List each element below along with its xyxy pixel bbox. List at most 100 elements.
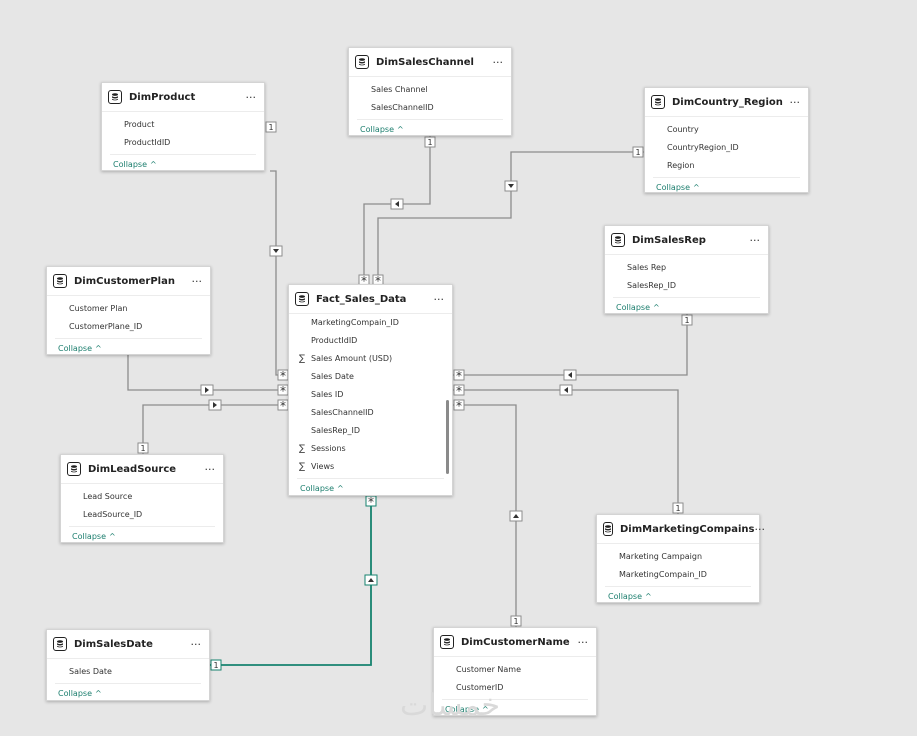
- table-title: DimProduct: [129, 91, 196, 103]
- database-icon: [53, 637, 67, 651]
- table-header[interactable]: DimMarketingCompains···: [597, 515, 765, 544]
- divider: [653, 177, 800, 178]
- field-item[interactable]: Sales Channel: [349, 81, 511, 99]
- field-item[interactable]: Customer Plan: [47, 300, 210, 318]
- more-options-icon[interactable]: ···: [789, 95, 801, 109]
- field-label: Sales Date: [311, 372, 354, 381]
- filter-direction-icon: [509, 510, 523, 522]
- field-item[interactable]: SalesRep_ID: [605, 277, 768, 295]
- svg-text:*: *: [280, 369, 286, 383]
- table-title: DimCountry_Region: [672, 96, 783, 108]
- field-item[interactable]: Lead Source: [61, 488, 223, 506]
- scrollbar[interactable]: [446, 400, 449, 474]
- field-item[interactable]: MarketingCompain_ID: [597, 566, 759, 584]
- field-item[interactable]: ProductIdID: [289, 332, 452, 350]
- chevron-up-icon: ^: [653, 303, 660, 312]
- field-item[interactable]: ProductIdID: [102, 134, 264, 152]
- table-header[interactable]: DimSalesDate ···: [47, 630, 209, 659]
- more-options-icon[interactable]: ···: [191, 274, 203, 288]
- table-title: DimSalesDate: [74, 638, 153, 650]
- table-header[interactable]: Fact_Sales_Data···: [289, 285, 452, 314]
- collapse-button[interactable]: Collapse^: [349, 120, 511, 140]
- svg-text:*: *: [368, 495, 374, 509]
- more-options-icon[interactable]: ···: [754, 522, 765, 536]
- collapse-button[interactable]: Collapse^: [289, 479, 452, 499]
- field-item[interactable]: ∑Sales Amount (USD): [289, 350, 452, 368]
- chevron-up-icon: ^: [645, 592, 652, 601]
- field-item[interactable]: Sales Date: [47, 663, 209, 681]
- field-item[interactable]: ∑Views: [289, 458, 452, 476]
- field-item[interactable]: MarketingCompain_ID: [289, 314, 452, 332]
- collapse-button[interactable]: Collapse^: [645, 178, 808, 198]
- more-options-icon[interactable]: ···: [577, 635, 589, 649]
- table-card-dim-marketing-compains[interactable]: DimMarketingCompains··· Marketing Campaig…: [596, 514, 765, 603]
- collapse-button[interactable]: Collapse^: [597, 587, 759, 607]
- collapse-button[interactable]: Collapse^: [102, 155, 264, 175]
- cardinality-many-badge: *: [277, 399, 289, 413]
- collapse-button[interactable]: Collapse^: [605, 298, 768, 318]
- svg-text:*: *: [280, 399, 286, 413]
- cardinality-one-badge: 1: [681, 314, 693, 326]
- field-item[interactable]: CustomerPlane_ID: [47, 318, 210, 336]
- more-options-icon[interactable]: ···: [492, 55, 504, 69]
- cardinality-one-badge: 1: [210, 659, 222, 671]
- collapse-button[interactable]: Collapse^: [47, 339, 210, 359]
- collapse-button[interactable]: Collapse^: [47, 684, 209, 704]
- table-title: DimCustomerName: [461, 636, 570, 648]
- field-item[interactable]: Sales Rep: [605, 259, 768, 277]
- field-item[interactable]: SalesChannelID: [289, 404, 452, 422]
- field-label: Sales Channel: [371, 85, 428, 94]
- field-item[interactable]: Marketing Campaign: [597, 548, 759, 566]
- field-item[interactable]: ∑Sessions: [289, 440, 452, 458]
- field-item[interactable]: LeadSource_ID: [61, 506, 223, 524]
- table-header[interactable]: DimProduct ···: [102, 83, 264, 112]
- table-header[interactable]: DimLeadSource···: [61, 455, 223, 484]
- field-item[interactable]: Sales ID: [289, 386, 452, 404]
- table-header[interactable]: DimSalesChannel···: [349, 48, 511, 77]
- field-label: SalesChannelID: [311, 408, 374, 417]
- filter-direction-icon: [559, 384, 573, 396]
- filter-direction-icon: [208, 399, 222, 411]
- more-options-icon[interactable]: ···: [245, 90, 257, 104]
- collapse-button[interactable]: Collapse^: [61, 527, 223, 547]
- table-title: DimCustomerPlan: [74, 275, 175, 287]
- field-item[interactable]: Customer Name: [434, 661, 596, 679]
- field-item[interactable]: CountryRegion_ID: [645, 139, 808, 157]
- filter-direction-icon: [364, 574, 378, 586]
- collapse-label: Collapse: [113, 160, 147, 169]
- more-options-icon[interactable]: ···: [749, 233, 761, 247]
- more-options-icon[interactable]: ···: [433, 292, 445, 306]
- divider: [442, 699, 588, 700]
- field-item[interactable]: Sales Date: [289, 368, 452, 386]
- table-header[interactable]: DimCustomerPlan ···: [47, 267, 210, 296]
- field-item[interactable]: Product: [102, 116, 264, 134]
- cardinality-one-badge: 1: [510, 615, 522, 627]
- cardinality-many-badge: *: [453, 384, 465, 398]
- divider: [297, 478, 444, 479]
- collapse-button[interactable]: Collapse^: [434, 700, 596, 720]
- more-options-icon[interactable]: ···: [204, 462, 216, 476]
- field-item[interactable]: CustomerID: [434, 679, 596, 697]
- relationship-line: [377, 151, 644, 284]
- svg-text:1: 1: [684, 316, 689, 325]
- table-header[interactable]: DimSalesRep···: [605, 226, 768, 255]
- more-options-icon[interactable]: ···: [190, 637, 202, 651]
- field-item[interactable]: SalesRep_ID: [289, 422, 452, 440]
- table-header[interactable]: DimCustomerName ···: [434, 628, 596, 657]
- field-label: MarketingCompain_ID: [619, 570, 707, 579]
- field-item[interactable]: SalesChannelID: [349, 99, 511, 117]
- relationship-line: [210, 496, 372, 666]
- table-header[interactable]: DimCountry_Region ···: [645, 88, 808, 117]
- field-item[interactable]: Region: [645, 157, 808, 175]
- field-item[interactable]: Country: [645, 121, 808, 139]
- field-label: Sales Amount (USD): [311, 354, 393, 363]
